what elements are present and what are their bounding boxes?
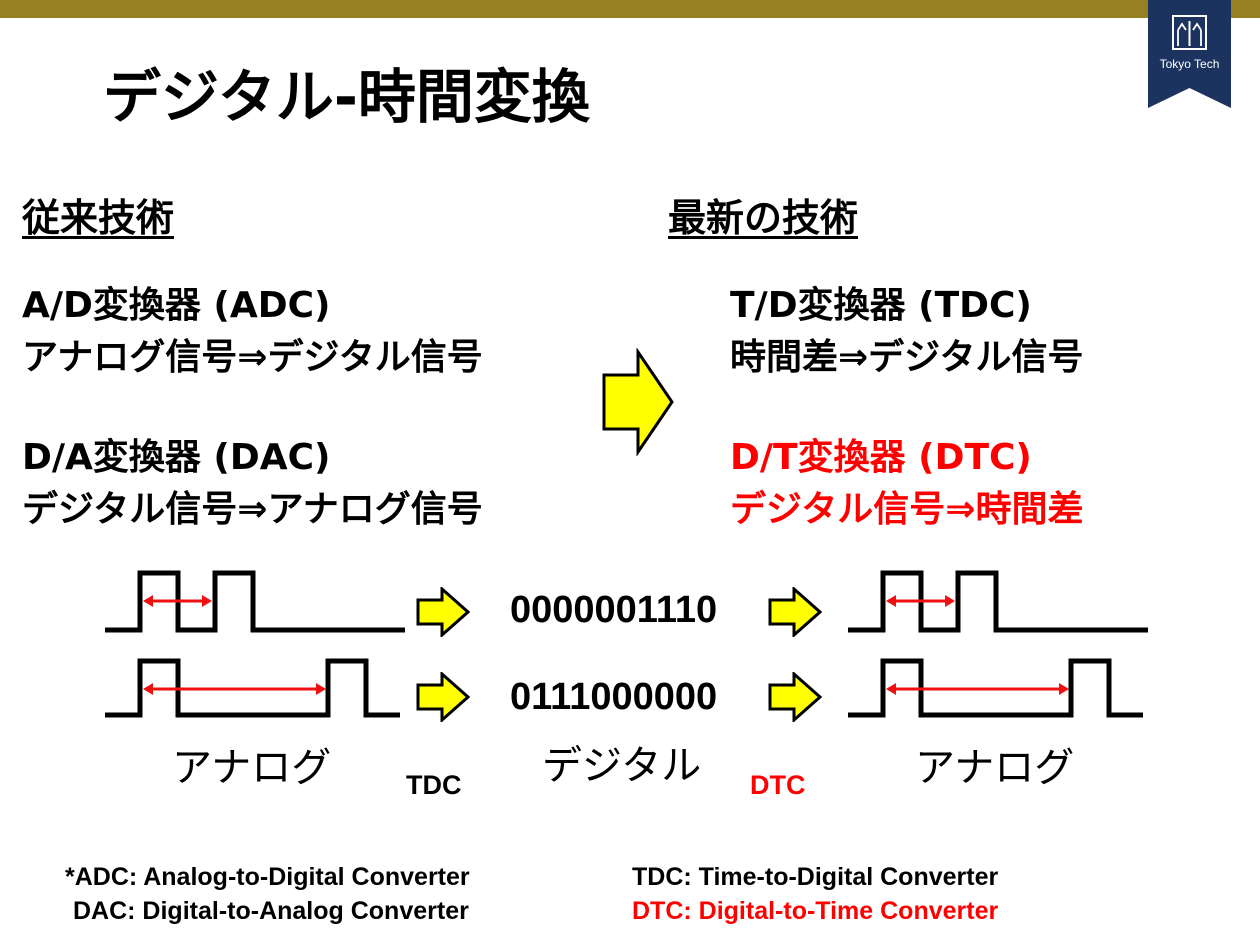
- arrow-right-icon: [768, 672, 822, 722]
- label-analog-right: アナログ: [915, 745, 1075, 791]
- digital-code-row-1: 0000001110: [510, 589, 718, 631]
- arrow-right-icon: [416, 587, 470, 637]
- dac-description: デジタル信号⇒アナログ信号: [22, 489, 483, 530]
- tokyo-tech-logo: [1148, 0, 1231, 108]
- tdc-title: T/D変換器 (TDC): [730, 285, 1032, 326]
- label-digital: デジタル: [542, 743, 702, 789]
- analog-waveforms-right: [848, 570, 1148, 718]
- analog-waveforms-left: [105, 570, 405, 718]
- adc-description: アナログ信号⇒デジタル信号: [22, 337, 483, 378]
- heading-conventional: 従来技術: [22, 196, 175, 240]
- dtc-title: D/T変換器 (DTC): [730, 437, 1032, 478]
- top-accent-bar: [0, 0, 1260, 18]
- footnote-dac: DAC: Digital-to-Analog Converter: [73, 897, 469, 925]
- dac-title: D/A変換器 (DAC): [22, 437, 331, 478]
- arrow-right-icon: [768, 587, 822, 637]
- arrow-right-icon: [602, 348, 674, 456]
- footnote-adc: *ADC: Analog-to-Digital Converter: [65, 863, 470, 891]
- slide-title: デジタル-時間変換: [103, 63, 590, 131]
- arrow-right-icon: [416, 672, 470, 722]
- adc-title: A/D変換器 (ADC): [22, 285, 331, 326]
- badge-label: Tokyo Tech: [1159, 57, 1220, 71]
- converter-dtc-label: DTC: [750, 770, 806, 800]
- digital-code-row-2: 0111000000: [510, 676, 718, 718]
- footnote-tdc: TDC: Time-to-Digital Converter: [632, 863, 999, 891]
- tdc-description: 時間差⇒デジタル信号: [730, 337, 1084, 378]
- dtc-description: デジタル信号⇒時間差: [730, 489, 1084, 530]
- converter-tdc-label: TDC: [406, 770, 462, 800]
- heading-latest: 最新の技術: [668, 196, 859, 240]
- footnote-dtc: DTC: Digital-to-Time Converter: [632, 897, 999, 925]
- label-analog-left: アナログ: [172, 745, 332, 791]
